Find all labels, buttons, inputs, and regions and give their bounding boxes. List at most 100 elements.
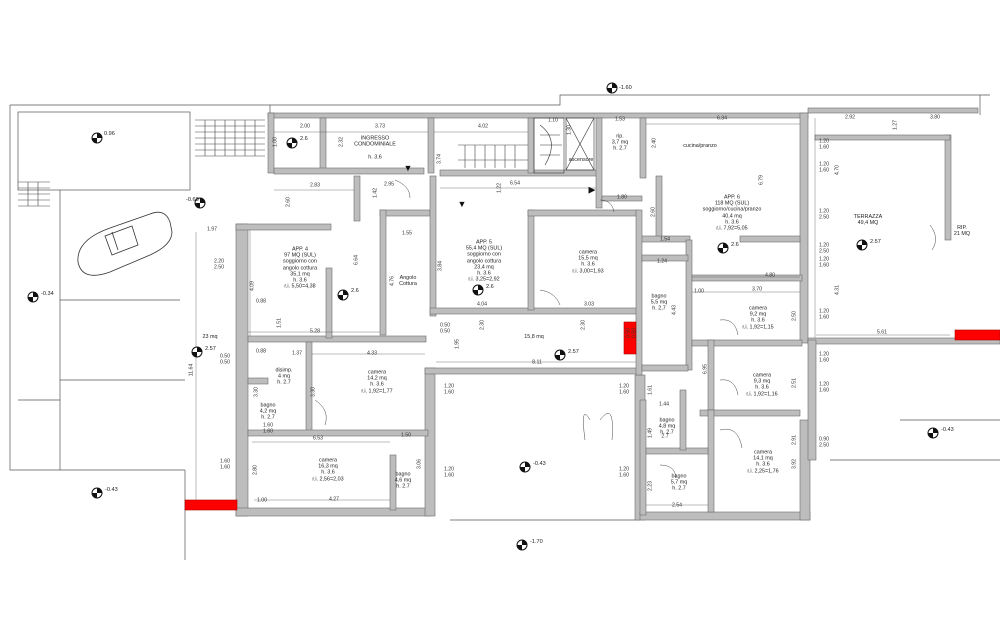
- dimension-label: 0.88: [255, 348, 267, 355]
- dimension-label: 3.92: [791, 458, 798, 470]
- dimension-lines: [195, 118, 950, 506]
- dimension-label: 2.20: [213, 258, 225, 265]
- dimension-label: 3.70: [751, 286, 763, 293]
- floor-level-label: 2.6: [731, 242, 739, 248]
- dimension-label: 1.60: [443, 472, 455, 479]
- dimension-label: 2.32: [338, 136, 345, 148]
- dimension-label: 1.80: [616, 194, 628, 201]
- dimension-label: 2.95: [383, 181, 395, 188]
- level-marker-icon: [91, 487, 103, 499]
- dimension-label: 1.00: [272, 136, 279, 148]
- dimension-label: 1.61: [647, 384, 654, 396]
- dimension-label: 6.54: [509, 180, 521, 187]
- dimension-label: 0.50: [439, 328, 451, 335]
- dimension-label: 1.30: [566, 124, 573, 136]
- level-marker-icon: [516, 539, 528, 551]
- dimension-label: 3.73: [374, 123, 386, 130]
- dimension-label: 1.20: [818, 381, 830, 388]
- dimension-label: 4.43: [671, 304, 678, 316]
- floor-level-label: 2.6: [486, 284, 494, 290]
- dimension-label: 2.50: [791, 310, 798, 322]
- dimension-label: 1.60: [818, 314, 830, 321]
- dimension-label: 1.00: [693, 288, 705, 295]
- dimension-label: 5.28: [309, 328, 321, 335]
- dimension-label: 3.30: [253, 386, 260, 398]
- level-marker-icon: [194, 197, 206, 209]
- dimension-label: 0.50: [219, 359, 231, 366]
- dimension-label: 1.44: [658, 401, 670, 408]
- floor-level-label: 2.57: [568, 349, 579, 355]
- dimension-label: 8.11: [532, 359, 542, 366]
- dimension-label: 4.33: [366, 350, 378, 357]
- dimension-label: 1.22: [496, 182, 503, 194]
- dimension-label: 2.00: [299, 123, 311, 130]
- dimension-label: 1.20: [818, 351, 830, 358]
- dimension-label: 1.20: [818, 242, 830, 249]
- dimension-label: 1.20: [443, 466, 455, 473]
- dimension-label: 1.95: [454, 338, 461, 350]
- dimension-label: 2.91: [791, 434, 798, 446]
- dimension-label: 1.20: [818, 256, 830, 263]
- dimension-label: 2.60: [650, 206, 657, 218]
- dimension-label: 1.60: [219, 464, 231, 471]
- doors: [314, 179, 936, 479]
- dimension-label: 2.50: [213, 264, 225, 271]
- dimension-label: 1.00: [256, 497, 268, 504]
- dimension-label: 2.80: [252, 464, 259, 476]
- dimension-label: 1.60: [818, 262, 830, 269]
- dimension-label: 1.60: [818, 387, 830, 394]
- dimension-label: 1.27: [892, 119, 899, 131]
- room-label: 15,8 mq: [524, 333, 544, 340]
- stair-core: [458, 117, 595, 174]
- dimension-label: 2.7: [661, 433, 669, 440]
- dimension-label: 4.04: [476, 301, 488, 308]
- room-label: RIP.21 MQ: [953, 224, 971, 237]
- floor-level-label: -0.43: [533, 461, 546, 467]
- dimension-label: 3.03: [583, 301, 595, 308]
- dimension-label: 2.50: [818, 214, 830, 221]
- dimension-label: 4.09: [249, 280, 256, 292]
- floor-level-label: 2.6: [351, 288, 359, 294]
- dimension-label: 1.20: [818, 138, 830, 145]
- dimension-label: 0.88: [255, 298, 267, 305]
- floor-level-label: -0.60: [186, 197, 199, 203]
- dimension-label: 3.84: [437, 260, 444, 272]
- level-marker-icon: [554, 349, 566, 361]
- level-marker-icon: [717, 242, 729, 254]
- dimension-label: 5.61: [876, 329, 888, 336]
- level-marker-icon: [191, 346, 203, 358]
- dimension-label: 2.92: [844, 114, 856, 121]
- level-marker-icon: [519, 461, 531, 473]
- dimension-label: 1.20: [443, 383, 455, 390]
- dimension-label: 1.20: [818, 161, 830, 168]
- dimension-label: 4.70: [834, 164, 841, 176]
- dimension-label: 1.53: [614, 116, 626, 123]
- dimension-label: 1.10: [547, 117, 559, 124]
- dimension-label: 1.54: [659, 236, 671, 243]
- dimension-label: 2.60: [285, 196, 292, 208]
- dimension-label: 11.64: [188, 363, 195, 377]
- dimension-label: 4.31: [834, 284, 841, 296]
- dimension-label: 1.60: [219, 458, 231, 465]
- dimension-label: 2.40: [651, 137, 658, 149]
- dimension-label: 1.50: [400, 432, 412, 439]
- dimension-label: 1.60: [818, 357, 830, 364]
- room-label: cucina/pranzo: [683, 142, 717, 149]
- level-marker-icon: [927, 427, 939, 439]
- dimension-label: 1.24: [656, 258, 668, 265]
- dimension-label: 3.80: [929, 114, 941, 121]
- dimension-label: 4.27: [328, 496, 340, 503]
- dimension-label: 0.50: [631, 327, 638, 339]
- floor-level-label: -0.34: [41, 291, 54, 297]
- level-marker-icon: [91, 132, 103, 144]
- dimension-label: 3.74: [436, 153, 443, 165]
- dimension-label: 2.23: [647, 480, 654, 492]
- car-icon: [77, 211, 173, 276]
